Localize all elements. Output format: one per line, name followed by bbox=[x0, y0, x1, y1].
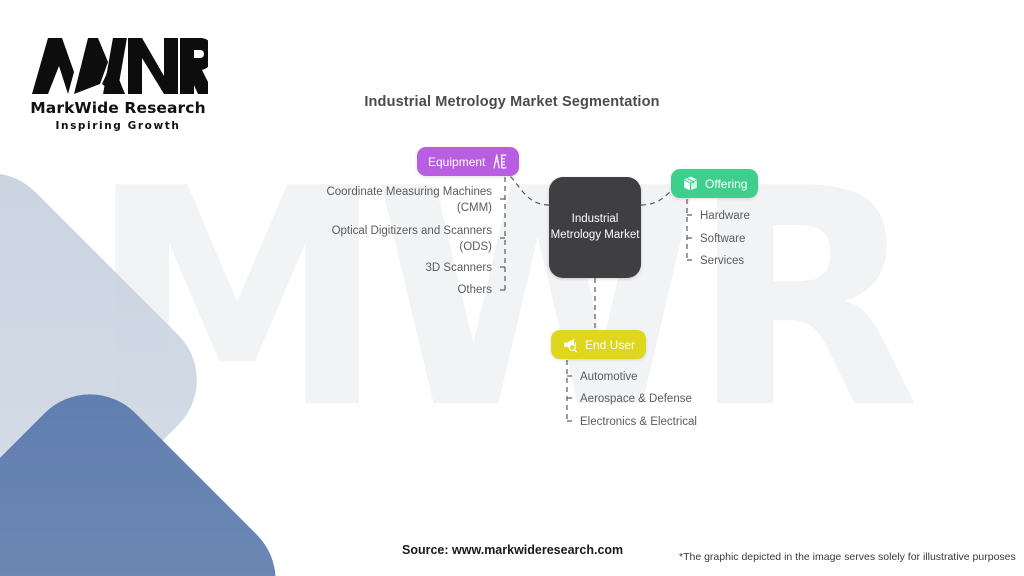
leaf-equipment-0: Coordinate Measuring Machines (CMM) bbox=[326, 186, 492, 214]
leaf-end-user-0: Automotive bbox=[580, 371, 638, 383]
branch-badge-end-user[interactable]: End User bbox=[551, 330, 647, 359]
leaf-offering-1: Software bbox=[700, 233, 746, 245]
branch-label-equipment: Equipment bbox=[428, 154, 486, 169]
leaf-offering-0: Hardware bbox=[700, 210, 750, 222]
logo-tagline: Inspiring Growth bbox=[55, 120, 181, 132]
brand-logo: MarkWide Research Inspiring Growth bbox=[28, 32, 208, 132]
leaf-end-user-2: Electronics & Electrical bbox=[580, 416, 697, 428]
branch-label-offering: Offering bbox=[705, 176, 748, 191]
center-node-label: Industrial Metrology Market bbox=[550, 213, 640, 241]
mwr-logo-icon bbox=[32, 38, 208, 94]
leaf-end-user-1: Aerospace & Defense bbox=[580, 393, 692, 405]
calipers-icon bbox=[491, 153, 508, 170]
leaf-equipment-1: Optical Digitizers and Scanners (ODS) bbox=[331, 225, 492, 253]
leaf-equipment-3: Others bbox=[457, 284, 492, 296]
leaf-offering-2: Services bbox=[700, 255, 745, 267]
page-title: Industrial Metrology Market Segmentation bbox=[364, 94, 660, 110]
connector-center-equipment bbox=[509, 175, 550, 206]
cube-box-icon bbox=[682, 175, 699, 192]
disclaimer-label: *The graphic depicted in the image serve… bbox=[679, 551, 1016, 563]
branch-label-end-user: End User bbox=[585, 337, 636, 352]
branch-badge-offering[interactable]: Offering bbox=[671, 169, 759, 198]
branch-badge-equipment[interactable]: Equipment bbox=[417, 147, 520, 176]
center-node[interactable]: Industrial Metrology Market bbox=[549, 177, 641, 278]
source-label: Source: www.markwideresearch.com bbox=[402, 543, 624, 557]
logo-company-name: MarkWide Research bbox=[30, 99, 206, 117]
megaphone-search-icon bbox=[562, 336, 579, 353]
leaf-equipment-2: 3D Scanners bbox=[425, 262, 492, 274]
